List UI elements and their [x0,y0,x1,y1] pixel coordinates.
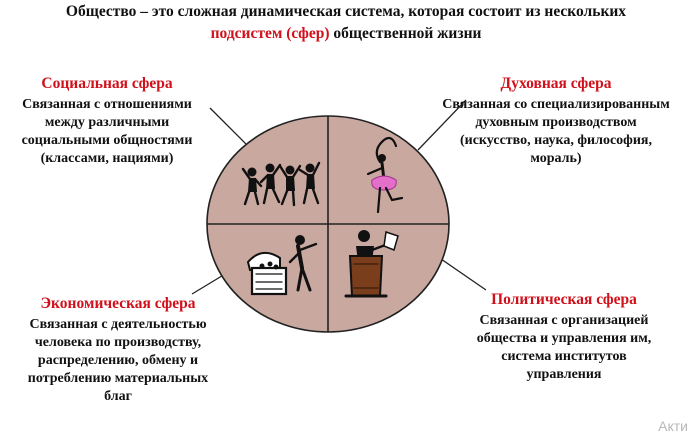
sphere-economic-line-3: распределению, обмену и [37,353,199,368]
sphere-political: Политическая сфера Связанная с организац… [446,290,682,384]
treasure-chest-icon [246,235,318,296]
sphere-spiritual-line-1: Связанная со специализированным [442,97,670,112]
sphere-social-desc: Связанная с отношениями между различными… [0,96,214,168]
watermark-text: Акти [658,418,688,434]
diagram-title: Общество – это сложная динамическая сист… [0,1,692,45]
sphere-economic-line-2: человека по производству, [34,335,202,350]
sphere-social: Социальная сфера Связанная с отношениями… [0,74,214,168]
sphere-political-desc: Связанная с организацией общества и упра… [446,312,682,384]
title-highlight: подсистем (сфер) [210,25,330,42]
sphere-spiritual-line-2: духовным производством [475,115,637,130]
sphere-social-line-4: (классами, нациями) [40,151,174,166]
title-line-2: подсистем (сфер) общественной жизни [0,23,692,45]
sphere-spiritual-line-4: мораль) [530,151,582,166]
sphere-political-title: Политическая сфера [491,291,637,308]
sphere-spiritual-desc: Связанная со специализированным духовным… [420,96,692,168]
sphere-economic-line-4: потреблению материальных [27,371,209,386]
title-rest: общественной жизни [329,25,482,42]
sphere-political-line-4: управления [526,367,602,382]
sphere-political-line-3: система институтов [501,349,627,364]
sphere-economic: Экономическая сфера Связанная с деятельн… [0,294,236,406]
sphere-social-title: Социальная сфера [41,75,173,92]
sphere-political-line-1: Связанная с организацией [479,313,649,328]
sphere-economic-desc: Связанная с деятельностью человека по пр… [0,316,236,406]
orator-podium-icon [344,230,399,298]
dancing-people-icon [241,161,321,207]
sphere-spiritual-line-3: (искусство, наука, философия, [459,133,652,148]
sphere-economic-line-5: благ [104,389,132,404]
sphere-economic-title: Экономическая сфера [40,295,196,312]
sphere-spiritual: Духовная сфера Связанная со специализиро… [420,74,692,168]
sphere-spiritual-title: Духовная сфера [500,75,612,92]
sphere-economic-line-1: Связанная с деятельностью [29,317,207,332]
sphere-social-line-3: социальными общностями [21,133,193,148]
sphere-social-line-1: Связанная с отношениями [22,97,192,112]
ballerina-icon [366,136,404,214]
sphere-social-line-2: между различными [44,115,170,130]
connector-spiritual [417,99,467,151]
title-line-1: Общество – это сложная динамическая сист… [65,3,627,20]
sphere-political-line-2: общества и управления им, [476,331,652,346]
